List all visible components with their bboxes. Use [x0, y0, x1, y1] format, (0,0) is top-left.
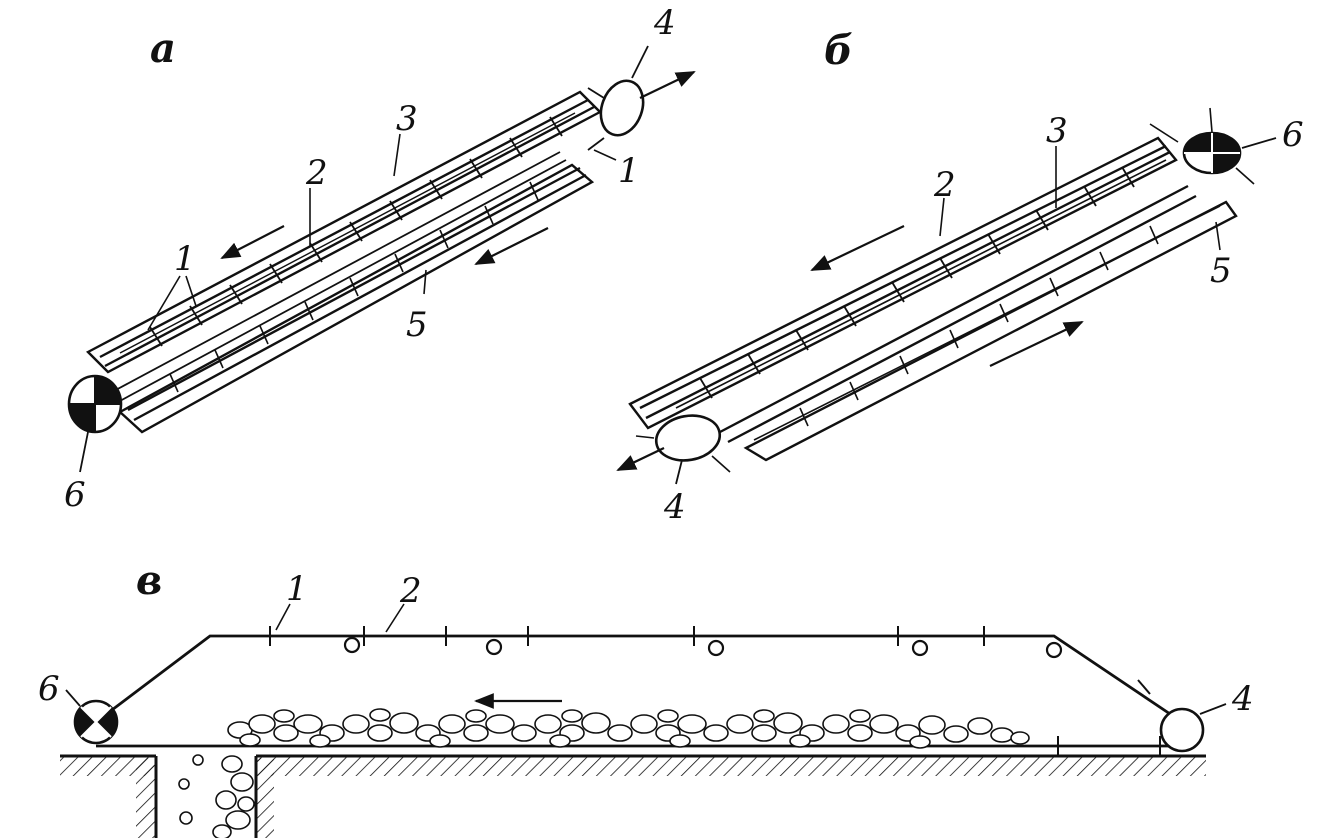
- panel-v-rollers: [343, 636, 1063, 659]
- panel-b-arrow-upper: [810, 225, 905, 271]
- panel-a-label-1-top: 1: [618, 151, 640, 191]
- panel-a-arrow-lower: [474, 227, 549, 265]
- panel-a-lower-slats: [169, 181, 539, 393]
- panel-a-upper-belt: [86, 90, 602, 374]
- panel-a-label-5: 5: [406, 305, 428, 345]
- panel-a-upper-slats: [149, 116, 563, 347]
- panel-v-tail-drum: [1159, 707, 1205, 753]
- panel-a-label-3: 3: [396, 99, 418, 139]
- panel-v-material-pile: [227, 708, 1030, 749]
- panel-b-label-5: 5: [1210, 251, 1232, 291]
- panel-b-lower-slats: [799, 225, 1159, 427]
- panel-a-drive-drum: [67, 374, 123, 434]
- panel-b-tail-drum: [616, 414, 731, 473]
- panel-b: б: [616, 27, 1304, 527]
- panel-v-drive-drum: [73, 699, 119, 745]
- panel-b-lower-belt: [719, 184, 1238, 462]
- panel-a-label-1-left: 1: [174, 239, 196, 279]
- panel-b-upper-belt: [628, 136, 1178, 430]
- panel-v-belt: [95, 634, 1183, 748]
- panel-a-label-2: 2: [305, 153, 328, 193]
- panel-v-slat-marks: [269, 626, 1161, 756]
- panel-v-letter: в: [136, 557, 162, 604]
- panel-a-tail-drum: [587, 71, 696, 151]
- panel-v-label-2: 2: [399, 571, 422, 611]
- panel-v-label-6: 6: [38, 669, 60, 709]
- panel-v-label-1: 1: [286, 569, 308, 609]
- panel-b-arrow-lower: [989, 321, 1084, 367]
- panel-b-label-2: 2: [933, 165, 956, 205]
- panel-v: в: [38, 557, 1254, 838]
- panel-a: а: [64, 3, 696, 515]
- panel-a-letter: а: [150, 25, 176, 72]
- panel-a-lower-belt: [111, 151, 595, 434]
- panel-v-discharge-chute: [178, 754, 255, 838]
- panel-b-letter: б: [824, 27, 853, 74]
- panel-a-label-4: 4: [653, 3, 676, 43]
- panel-b-label-6: 6: [1282, 115, 1304, 155]
- panel-b-drive-drum: [1149, 107, 1255, 185]
- panel-a-arrow-upper: [220, 225, 285, 259]
- panel-a-label-6: 6: [64, 475, 86, 515]
- panel-b-upper-slats: [699, 166, 1135, 399]
- panel-v-label-4: 4: [1231, 679, 1254, 719]
- panel-b-label-3: 3: [1046, 111, 1068, 151]
- panel-v-ground: [60, 754, 1206, 838]
- panel-b-label-4: 4: [663, 487, 686, 527]
